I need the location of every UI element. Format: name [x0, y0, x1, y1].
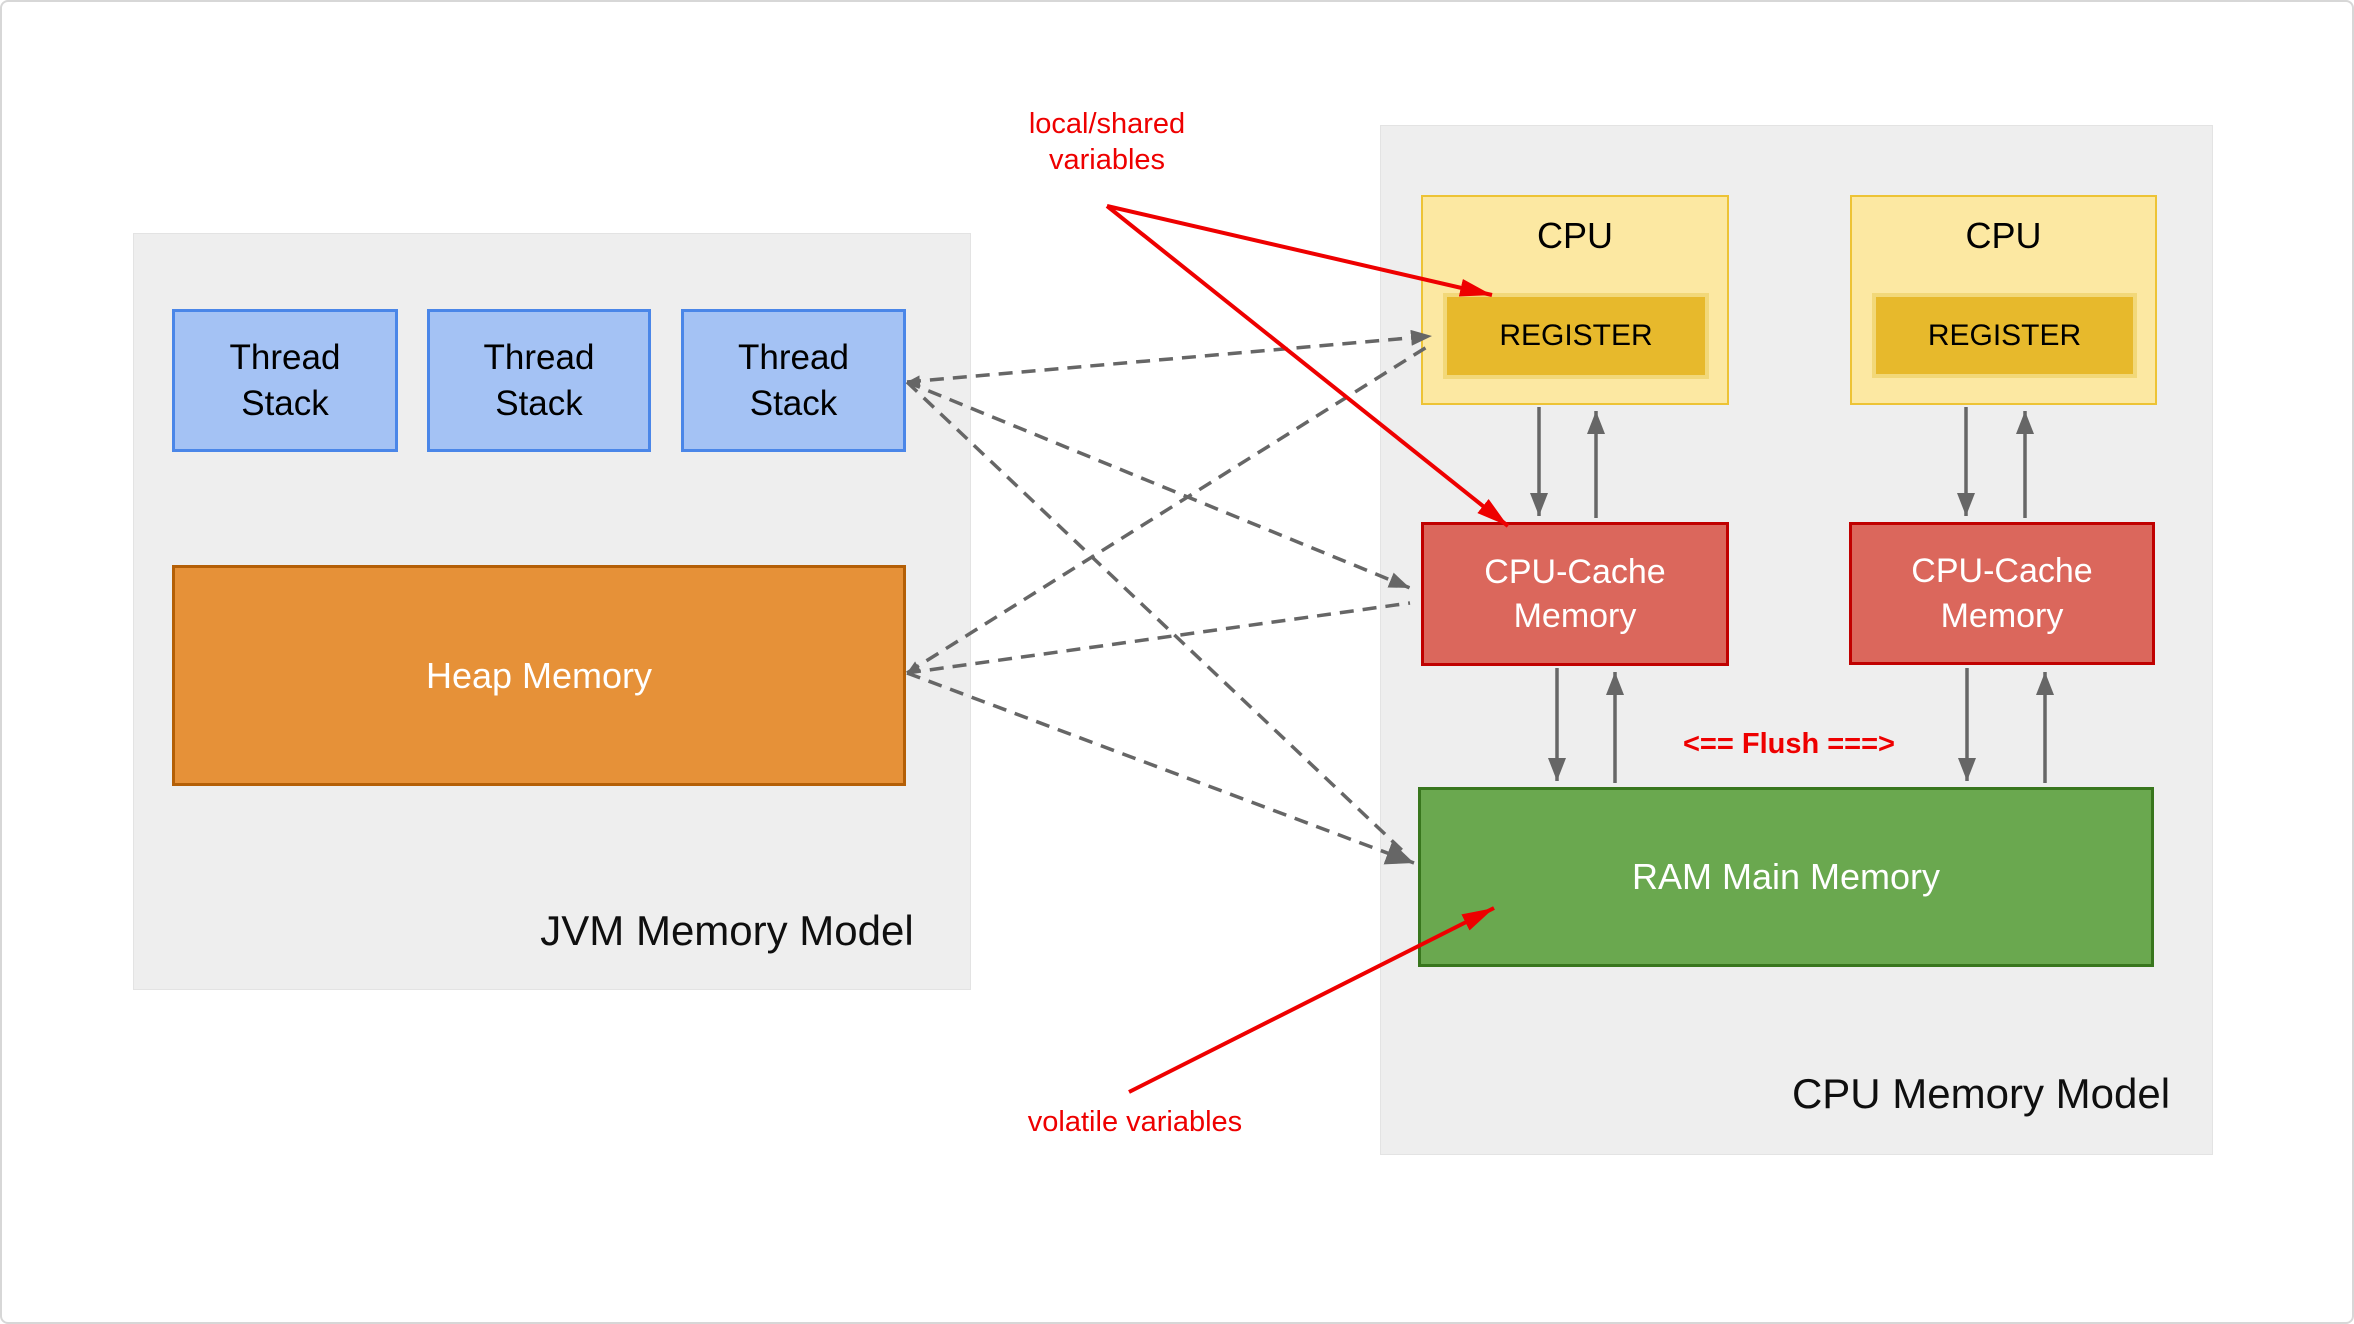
volatile-variables-note: volatile variables	[1027, 1106, 1243, 1138]
thread-stack-label: Thread Stack	[229, 338, 341, 423]
cpu-cache-box-2: CPU-Cache Memory	[1849, 522, 2155, 665]
dashed-arrow-threadstack-to-register	[906, 329, 1433, 387]
thread-stack-box-1: Thread Stack	[172, 309, 398, 452]
thread-stack-label: Thread Stack	[483, 338, 595, 423]
heap-memory-box: Heap Memory	[172, 565, 906, 786]
dashed-arrow-heap-to-register	[906, 343, 1431, 675]
flush-note: <== Flush ===>	[1683, 728, 1895, 760]
register-label: REGISTER	[1499, 319, 1653, 352]
register-box-2: REGISTER	[1872, 293, 2137, 378]
dashed-arrow-heap-to-ram	[906, 671, 1415, 865]
register-label: REGISTER	[1927, 318, 2082, 352]
dashed-arrow-threadstack-to-cache	[906, 380, 1411, 590]
cpu-cache-label: CPU-Cache Memory	[1911, 552, 2093, 635]
thread-stack-label: Thread Stack	[738, 338, 849, 423]
cpu-box-2: CPU REGISTER	[1850, 195, 2157, 405]
dashed-arrow-heap-to-cache	[906, 601, 1411, 675]
cpu-label: CPU	[1965, 215, 2042, 256]
thread-stack-box-2: Thread Stack	[427, 309, 651, 452]
cpu-label: CPU	[1536, 215, 1613, 256]
register-box-1: REGISTER	[1443, 293, 1709, 379]
jvm-model-title: JVM Memory Model	[540, 907, 914, 954]
thread-stack-box-3: Thread Stack	[681, 309, 906, 452]
dashed-arrow-threadstack-to-ram	[905, 380, 1408, 856]
heap-memory-label: Heap Memory	[425, 654, 653, 696]
ram-main-memory-box: RAM Main Memory	[1418, 787, 2154, 967]
local-shared-variables-note: local/shared variables	[1028, 108, 1186, 177]
cpu-model-title: CPU Memory Model	[1791, 1070, 2171, 1117]
cpu-cache-box-1: CPU-Cache Memory	[1421, 522, 1729, 666]
cpu-cache-label: CPU-Cache Memory	[1484, 552, 1666, 635]
ram-label: RAM Main Memory	[1631, 856, 1941, 897]
cpu-box-1: CPU REGISTER	[1421, 195, 1729, 405]
